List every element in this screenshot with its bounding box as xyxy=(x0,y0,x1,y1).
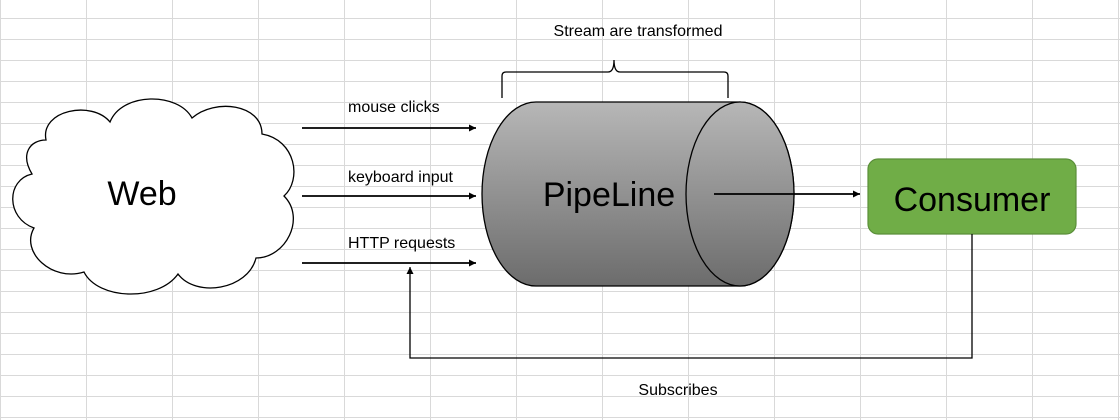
web-cloud: Web xyxy=(12,98,295,295)
pipeline-label: PipeLine xyxy=(543,176,675,214)
input-label-mouse-clicks: mouse clicks xyxy=(348,99,440,116)
subscribes-label: Subscribes xyxy=(638,382,717,399)
web-cloud-shape xyxy=(12,98,295,295)
subscribes-connector xyxy=(406,234,973,359)
transform-brace xyxy=(501,59,729,98)
consumer-box: Consumer xyxy=(867,158,1077,235)
input-label-keyboard-input: keyboard input xyxy=(348,169,454,186)
web-label: Web xyxy=(107,175,176,213)
brace-label: Stream are transformed xyxy=(554,23,723,40)
input-label-http-requests: HTTP requests xyxy=(348,235,455,252)
consumer-label: Consumer xyxy=(894,181,1051,219)
